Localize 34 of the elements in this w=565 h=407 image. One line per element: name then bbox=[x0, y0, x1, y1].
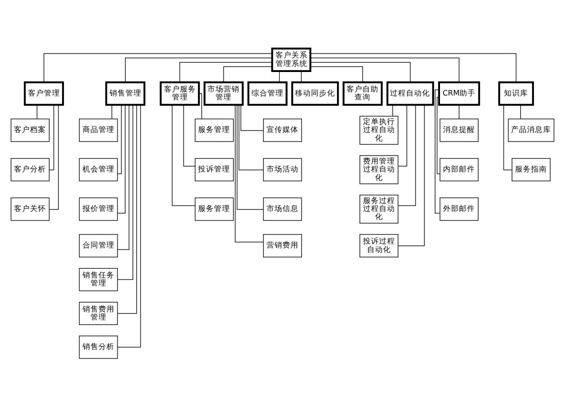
connector bbox=[172, 104, 196, 206]
connector bbox=[234, 104, 264, 242]
connector bbox=[238, 104, 264, 170]
connector bbox=[125, 58, 272, 83]
connector bbox=[300, 70, 302, 82]
connector bbox=[398, 104, 416, 206]
connector bbox=[310, 53, 516, 83]
connector bbox=[117, 104, 134, 280]
connector bbox=[310, 58, 460, 83]
connector bbox=[520, 104, 521, 120]
connector bbox=[179, 62, 272, 83]
connector bbox=[310, 62, 411, 83]
connector bbox=[310, 66, 363, 82]
connector bbox=[117, 104, 141, 348]
connector bbox=[49, 104, 59, 210]
connector bbox=[117, 104, 126, 214]
connector bbox=[36, 104, 38, 120]
connector bbox=[223, 66, 272, 82]
connector bbox=[48, 104, 54, 170]
connector bbox=[279, 70, 280, 82]
connector bbox=[117, 104, 122, 174]
connector bbox=[398, 104, 425, 246]
connector bbox=[44, 53, 272, 83]
connector bbox=[398, 104, 408, 167]
connector bbox=[503, 104, 512, 170]
connector bbox=[117, 104, 130, 250]
connector bbox=[198, 93, 202, 120]
connector bbox=[392, 104, 394, 116]
connector bbox=[434, 90, 440, 214]
connector bbox=[117, 104, 138, 314]
connector bbox=[240, 104, 264, 131]
connector bbox=[236, 104, 264, 210]
connector bbox=[436, 97, 440, 174]
connector bbox=[458, 104, 460, 120]
